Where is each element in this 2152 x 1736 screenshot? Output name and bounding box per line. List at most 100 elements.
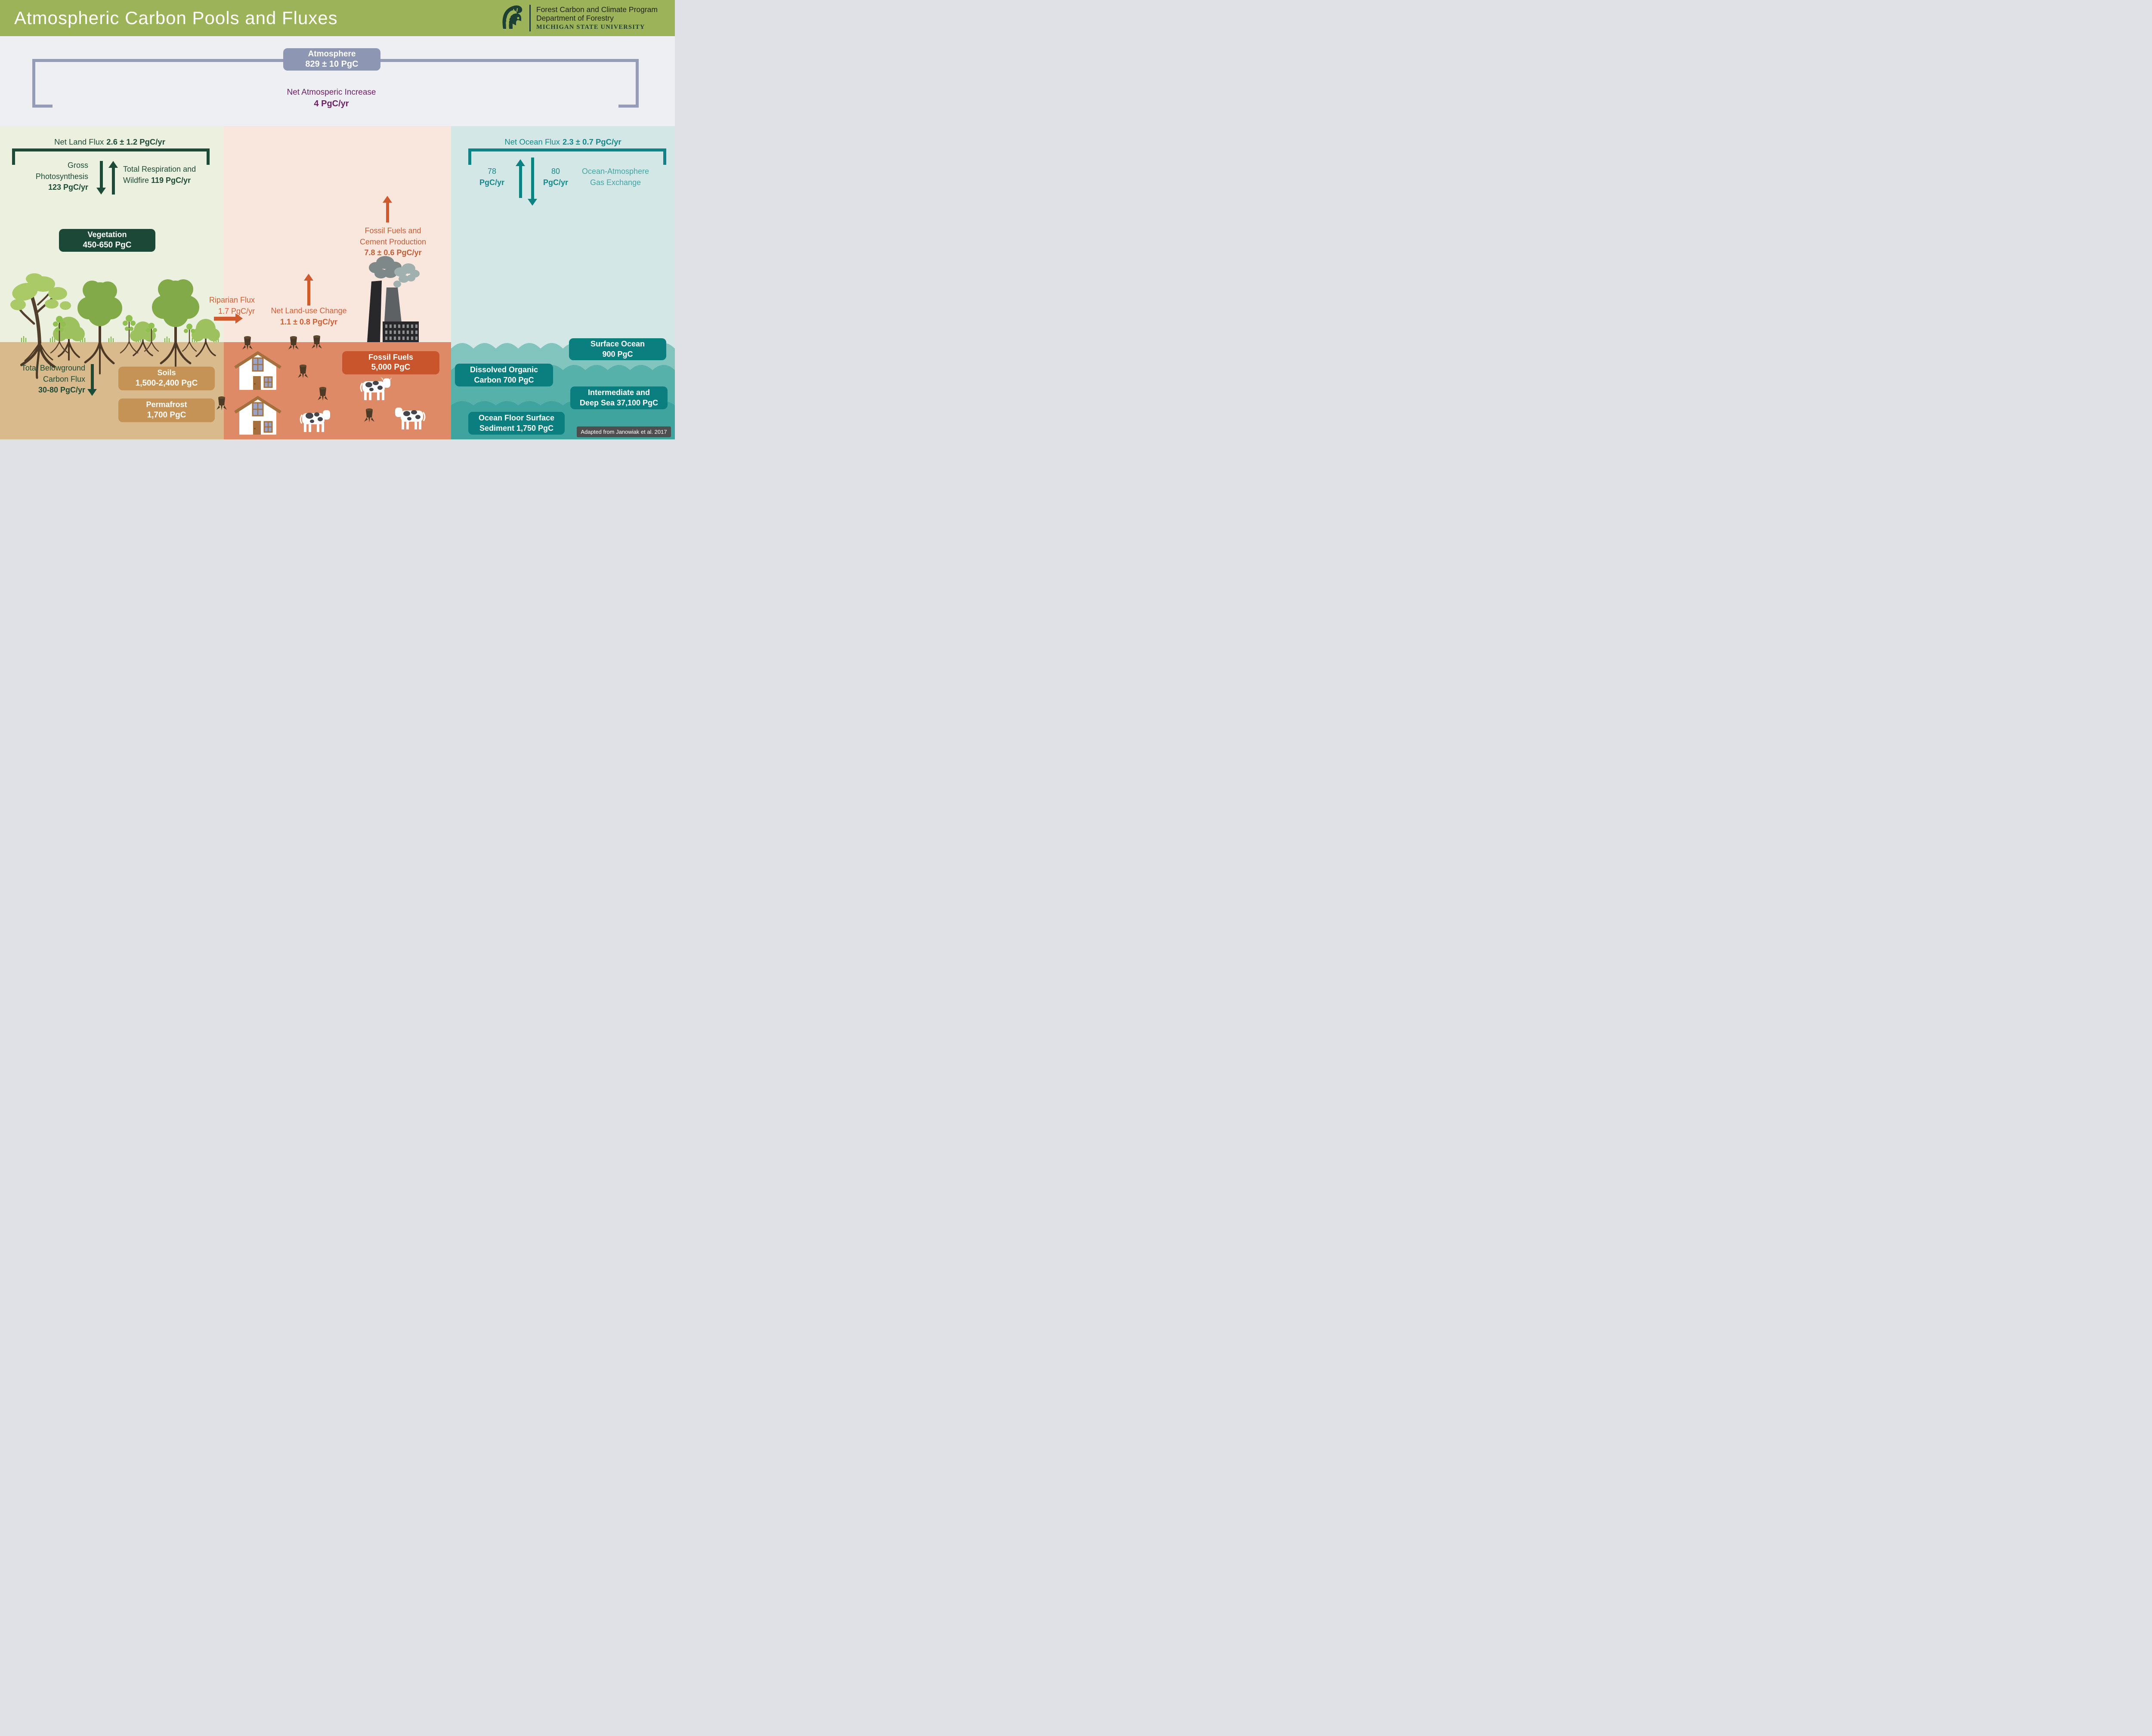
stump-icon: [364, 408, 374, 422]
permafrost-label: Permafrost: [146, 400, 187, 409]
atmosphere-pool-box: Atmosphere 829 ± 10 PgC: [283, 48, 380, 71]
logo-divider: [529, 5, 531, 31]
surface-ocean-pool-box: Surface Ocean 900 PgC: [569, 338, 666, 360]
fossil-fuels-value: 5,000 PgC: [371, 363, 411, 372]
net-atmospheric-label: Net Atmosperic Increase: [287, 88, 376, 97]
landuse-change-value: 1.1 ± 0.8 PgC/yr: [280, 317, 337, 326]
atmosphere-connector-left: [32, 59, 283, 62]
sapling-icon: [120, 315, 139, 354]
house-icon: [234, 351, 281, 390]
page-title: Atmospheric Carbon Pools and Fluxes: [14, 8, 338, 28]
vegetation-pool-box: Vegetation 450-650 PgC: [59, 229, 155, 252]
ocean-floor-sediment-box: Ocean Floor Surface Sediment 1,750 PgC: [468, 412, 565, 435]
atmosphere-label: Atmosphere: [308, 49, 356, 59]
fossil-cement-flux-value: 7.8 ± 0.6 PgC/yr: [364, 248, 422, 257]
ocean-up-arrow: [516, 159, 525, 198]
vegetation-value: 450-650 PgC: [83, 240, 132, 250]
factory-icon: [367, 256, 420, 342]
net-atmospheric-increase: Net Atmosperic Increase 4 PgC/yr: [241, 87, 422, 109]
atmosphere-connector-right-foot: [618, 105, 639, 108]
landuse-up-arrow: [304, 274, 313, 306]
fossil-emission-up-arrow: [383, 196, 392, 222]
belowground-flux-value: 30-80 PgC/yr: [38, 386, 85, 395]
fossil-fuels-label: Fossil Fuels: [368, 352, 414, 361]
cow-icon: [360, 377, 392, 400]
logo-program-line2: Department of Forestry: [536, 14, 614, 23]
gas-exchange-label: Ocean-Atmosphere Gas Exchange: [581, 167, 649, 187]
soils-value: 1,500-2,400 PgC: [135, 378, 198, 388]
forest-illustration: [10, 273, 220, 379]
cloud-tree-icon: [152, 279, 199, 375]
sapling-icon: [182, 324, 197, 352]
net-atmospheric-value: 4 PgC/yr: [314, 99, 349, 108]
gross-photosynthesis-label: Gross Photosynthesis 123 PgC/yr: [35, 161, 88, 192]
respiration-up-arrow: [108, 161, 118, 195]
respiration-value: 119 PgC/yr: [151, 176, 191, 185]
ocean-down-arrow: [528, 158, 537, 206]
large-tree-icon: [10, 273, 71, 379]
ocean-bracket-left-tick: [468, 148, 471, 165]
atmosphere-connector-right-drop: [636, 59, 639, 108]
surface-ocean-label: Surface Ocean: [590, 340, 645, 349]
cow-icon: [300, 410, 330, 432]
atmosphere-value: 829 ± 10 PgC: [305, 59, 359, 69]
atmosphere-connector-left-drop: [32, 59, 35, 108]
belowground-down-arrow: [87, 364, 97, 396]
net-ocean-flux-value: 2.3 ± 0.7 PgC/yr: [562, 137, 621, 146]
surface-ocean-value: 900 PgC: [602, 349, 633, 358]
stump-icon: [242, 336, 253, 350]
land-bracket-bar: [12, 148, 210, 151]
deep-sea-pool-box: Intermediate and Deep Sea 37,100 PgC: [570, 386, 668, 409]
ocean-bracket-bar: [468, 148, 666, 151]
soils-label: Soils: [157, 368, 176, 377]
stumps-illustration: [216, 335, 374, 422]
land-bracket-left-tick: [12, 148, 15, 165]
ocean-release-label: 80 PgC/yr: [543, 167, 569, 187]
cow-icon: [395, 408, 426, 429]
ocean-bracket-right-tick: [663, 148, 666, 165]
riparian-right-arrow: [214, 313, 243, 324]
belowground-flux-label: Total Belowground Carbon Flux 30-80 PgC/…: [21, 364, 85, 395]
sapling-icon: [144, 323, 159, 352]
bush-icon: [130, 321, 156, 356]
riparian-flux-value: 1.7 PgC/yr: [218, 306, 255, 315]
stump-icon: [288, 336, 299, 350]
photosynthesis-down-arrow: [96, 161, 106, 195]
atmosphere-connector-right: [380, 59, 639, 62]
dissolved-organic-carbon-box: Dissolved Organic Carbon 700 PgC: [455, 364, 553, 386]
net-land-flux-value: 2.6 ± 1.2 PgC/yr: [106, 137, 165, 146]
permafrost-value: 1,700 PgC: [147, 410, 186, 420]
grass-icon: [21, 336, 219, 342]
stump-icon: [298, 364, 308, 378]
header-bar: [0, 0, 675, 36]
riparian-flux-label: Riparian Flux 1.7 PgC/yr: [209, 296, 255, 315]
smoke-icon: [393, 263, 420, 287]
stump-icon: [312, 335, 322, 349]
gross-photosynthesis-value: 123 PgC/yr: [48, 183, 88, 192]
land-bracket-right-tick: [207, 148, 210, 165]
logo-program-line1: Forest Carbon and Climate Program: [536, 5, 658, 14]
vegetation-label: Vegetation: [87, 230, 127, 239]
spartan-helmet-icon: [500, 4, 524, 33]
fossil-cement-flux-label: Fossil Fuels and Cement Production 7.8 ±…: [359, 226, 427, 257]
landuse-change-label: Net Land-use Change 1.1 ± 0.8 PgC/yr: [271, 306, 347, 326]
logo-university: MICHIGAN STATE UNIVERSITY: [536, 24, 645, 31]
stump-icon: [216, 396, 227, 410]
net-ocean-flux-label: Net Ocean Flux: [504, 137, 560, 146]
ocean-uptake-label: 78 PgC/yr: [479, 167, 505, 187]
cloud-tree-icon: [77, 281, 122, 374]
infographic-canvas: Atmospheric Carbon Pools and Fluxes Fore…: [0, 0, 675, 439]
sapling-icon: [50, 316, 69, 354]
soils-pool-box: Soils 1,500-2,400 PgC: [118, 367, 215, 390]
msu-logo: Forest Carbon and Climate Program Depart…: [500, 4, 658, 32]
respiration-label: Total Respiration and Wildfire 119 PgC/y…: [123, 165, 196, 185]
atmosphere-connector-left-foot: [32, 105, 53, 108]
stump-icon: [318, 387, 328, 401]
permafrost-pool-box: Permafrost 1,700 PgC: [118, 398, 215, 422]
house-icon: [234, 395, 281, 435]
net-land-flux-label: Net Land Flux: [54, 137, 104, 146]
fossil-fuels-pool-box: Fossil Fuels 5,000 PgC: [342, 351, 439, 374]
attribution-badge: Adapted from Janowiak et al. 2017: [577, 426, 671, 437]
